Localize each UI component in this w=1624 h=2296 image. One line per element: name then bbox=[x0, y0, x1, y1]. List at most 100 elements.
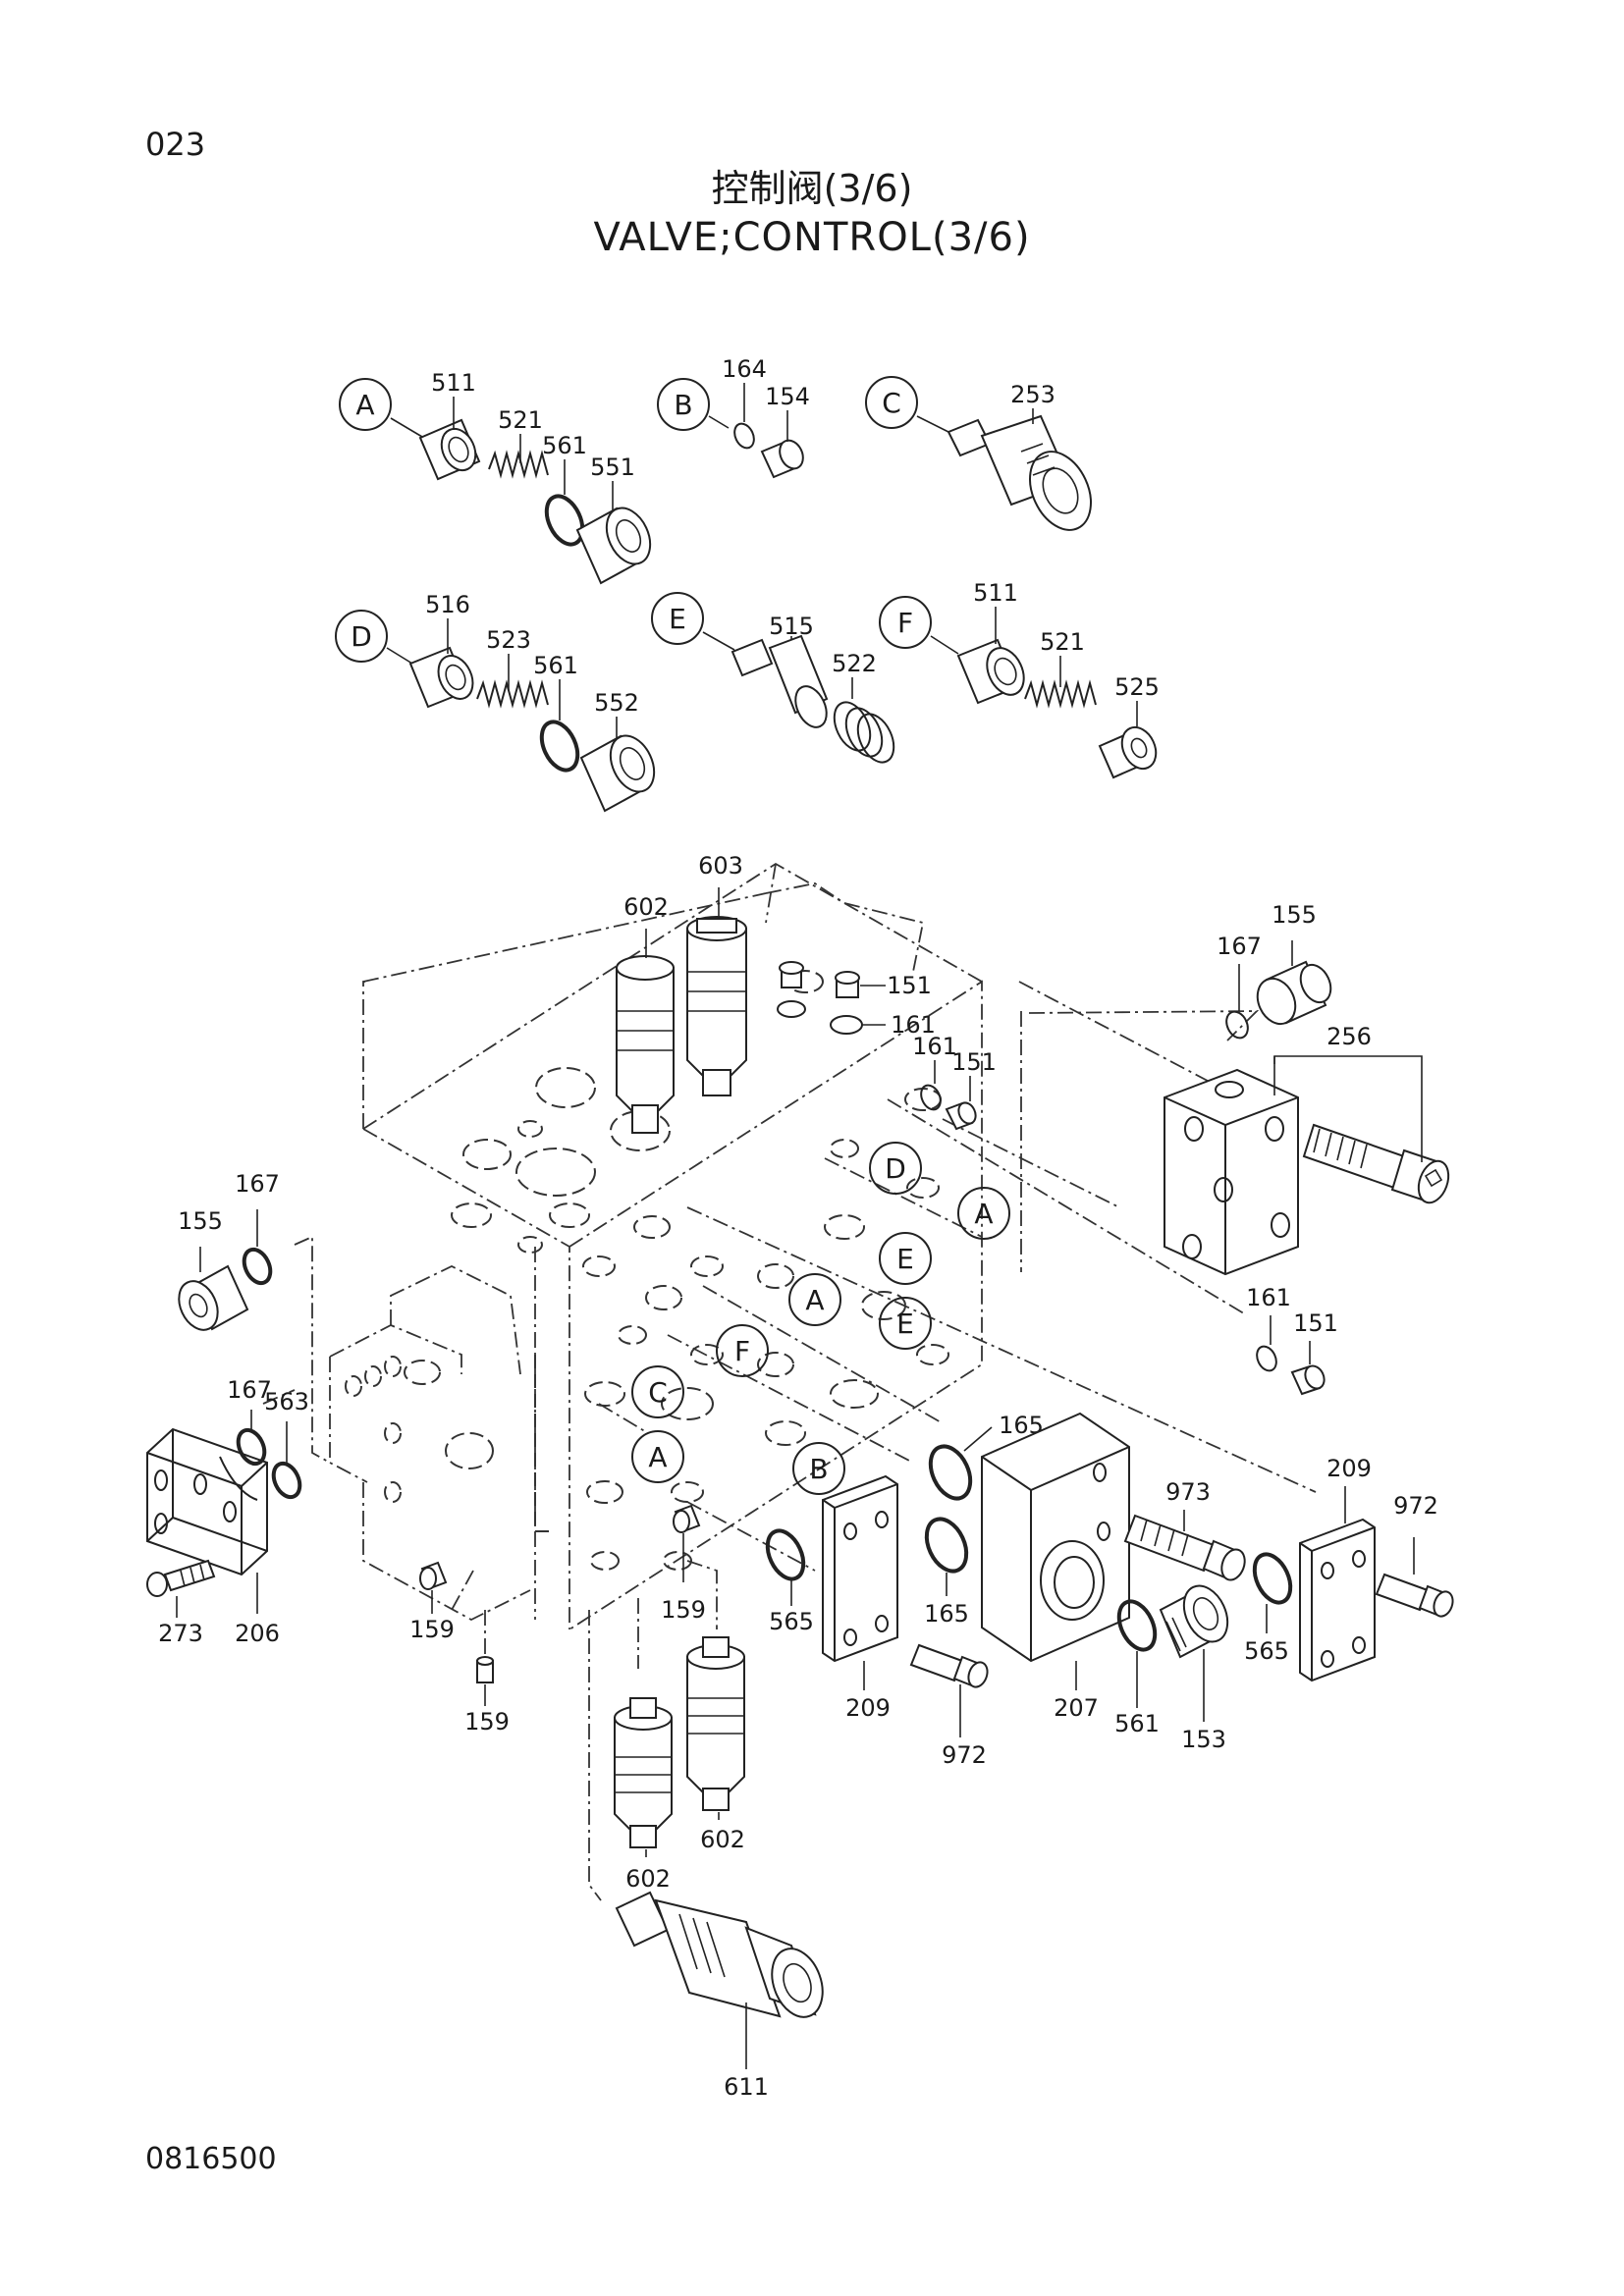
part-number-611: 611 bbox=[724, 2073, 769, 2101]
part-number-151-mid: 151 bbox=[951, 1048, 997, 1076]
part-number-159-left: 159 bbox=[409, 1616, 455, 1643]
part-number-973: 973 bbox=[1165, 1478, 1211, 1506]
callout-label-e-body-upper: E bbox=[896, 1243, 914, 1275]
part-number-207: 207 bbox=[1054, 1694, 1099, 1722]
part-number-561: 561 bbox=[542, 432, 587, 459]
part-209-plate-center-icon bbox=[822, 1474, 898, 1663]
detail-group-b: B 164 154 bbox=[657, 355, 810, 479]
part-number-551: 551 bbox=[590, 454, 635, 481]
part-256-bolt-icon bbox=[1302, 1123, 1450, 1204]
part-155-plug-right-icon bbox=[1256, 960, 1332, 1026]
detail-group-d: D 516 523 561 552 bbox=[335, 591, 656, 813]
alignment-lines bbox=[262, 981, 1317, 1901]
callout-label-a: A bbox=[355, 389, 374, 421]
callout-circle-a bbox=[339, 378, 392, 431]
part-number-602-left: 602 bbox=[625, 1865, 671, 1893]
title-english: VALVE;CONTROL(3/6) bbox=[593, 215, 1031, 260]
part-number-167-lower-left: 167 bbox=[227, 1376, 272, 1404]
part-number-972-right: 972 bbox=[1393, 1492, 1438, 1520]
callout-circle-a-body-lower bbox=[631, 1430, 684, 1483]
part-number-206: 206 bbox=[235, 1620, 280, 1647]
part-number-161-top: 161 bbox=[891, 1011, 936, 1039]
callout-label-b-body: B bbox=[809, 1453, 828, 1485]
callout-circle-b-body bbox=[792, 1442, 845, 1495]
part-number-565-center: 565 bbox=[769, 1608, 814, 1635]
part-number-253: 253 bbox=[1010, 381, 1056, 408]
callout-circle-c-body bbox=[631, 1365, 684, 1418]
callout-circle-c bbox=[865, 376, 918, 429]
part-number-522: 522 bbox=[832, 650, 877, 677]
part-972-bolt-center-icon bbox=[909, 1643, 989, 1688]
part-number-159-bottom: 159 bbox=[464, 1708, 510, 1735]
part-155-plug-left-icon bbox=[178, 1264, 249, 1331]
part-561-oring-lower-icon bbox=[539, 720, 580, 773]
part-154-plug-icon bbox=[760, 439, 804, 479]
part-number-516: 516 bbox=[425, 591, 470, 618]
callout-label-a-body-lower: A bbox=[648, 1441, 667, 1473]
part-167-oring-right-icon bbox=[1225, 1010, 1249, 1040]
part-164-oring-icon bbox=[733, 422, 755, 450]
part-161-oring-right-icon bbox=[1256, 1345, 1277, 1372]
part-number-165-lower: 165 bbox=[924, 1600, 969, 1628]
part-253-valve-icon bbox=[947, 414, 1092, 531]
callout-circle-a-body-mid bbox=[788, 1273, 841, 1326]
part-552-plug-icon bbox=[579, 734, 656, 813]
part-151-plug-right-icon bbox=[1290, 1364, 1326, 1396]
callout-circle-e-body-upper bbox=[879, 1232, 932, 1285]
callout-label-c: C bbox=[882, 387, 901, 419]
part-159-plug-left-icon bbox=[419, 1561, 448, 1590]
page-number: 023 bbox=[145, 126, 206, 163]
callout-label-d-body: D bbox=[885, 1152, 906, 1185]
callout-label-e-body-lower: E bbox=[896, 1308, 914, 1340]
part-number-972-center: 972 bbox=[942, 1741, 987, 1769]
part-563-oring-icon bbox=[271, 1461, 302, 1500]
part-161-oring-mid-icon bbox=[920, 1084, 942, 1111]
part-number-161-right: 161 bbox=[1246, 1284, 1291, 1311]
part-number-167-left: 167 bbox=[235, 1170, 280, 1198]
part-159-plug-center-icon bbox=[673, 1504, 701, 1533]
detail-group-a: A 511 521 561 551 bbox=[339, 369, 652, 585]
part-number-159-center: 159 bbox=[661, 1596, 706, 1624]
part-number-155-left: 155 bbox=[178, 1207, 223, 1235]
callout-circle-d bbox=[335, 610, 388, 663]
part-number-602-top: 602 bbox=[623, 893, 669, 921]
callout-circle-f bbox=[879, 596, 932, 649]
part-603-relief-valve-icon bbox=[686, 916, 747, 1096]
part-153-plug-icon bbox=[1159, 1584, 1229, 1659]
part-521-spring-f-icon bbox=[1024, 679, 1097, 709]
part-551-plug-icon bbox=[575, 507, 652, 585]
callout-label-a-body-mid: A bbox=[805, 1284, 824, 1316]
part-209-plate-right-icon bbox=[1299, 1518, 1376, 1682]
part-565-oring-right-icon bbox=[1252, 1552, 1293, 1605]
part-number-164: 164 bbox=[722, 355, 767, 383]
part-number-552: 552 bbox=[594, 689, 639, 717]
part-number-563: 563 bbox=[264, 1388, 309, 1415]
part-number-511: 511 bbox=[431, 369, 476, 397]
part-611-valve-icon bbox=[615, 1891, 824, 2018]
part-521-spring-icon bbox=[488, 450, 549, 479]
part-516-sleeve-icon bbox=[408, 646, 474, 709]
callout-label-c-body: C bbox=[648, 1376, 668, 1409]
callout-label-b: B bbox=[674, 389, 692, 421]
callout-circle-b bbox=[657, 378, 710, 431]
part-207-block-icon bbox=[981, 1412, 1130, 1663]
part-number-154: 154 bbox=[765, 383, 810, 410]
part-602-relief-valve-top-icon bbox=[616, 955, 675, 1134]
part-number-525: 525 bbox=[1114, 673, 1160, 701]
part-number-209-right: 209 bbox=[1326, 1455, 1372, 1482]
callout-label-f: F bbox=[897, 607, 913, 639]
callout-label-a-body-right: A bbox=[974, 1198, 993, 1230]
part-523-spring-icon bbox=[476, 679, 549, 709]
detail-group-c: C 253 bbox=[865, 376, 1092, 531]
part-number-511-f: 511 bbox=[973, 579, 1018, 607]
part-159-plug-bottom-icon bbox=[476, 1656, 494, 1683]
part-561-oring-bottom-icon bbox=[1116, 1599, 1158, 1652]
part-167-oring-lower-left-icon bbox=[236, 1427, 267, 1467]
part-number-256: 256 bbox=[1326, 1023, 1372, 1050]
part-number-521: 521 bbox=[498, 406, 543, 434]
part-511-sleeve-f-icon bbox=[956, 638, 1025, 705]
callout-circle-f-body bbox=[716, 1324, 769, 1377]
part-number-151-top: 151 bbox=[887, 972, 932, 999]
part-206-flange-icon bbox=[146, 1427, 268, 1576]
part-number-155-right: 155 bbox=[1272, 901, 1317, 929]
